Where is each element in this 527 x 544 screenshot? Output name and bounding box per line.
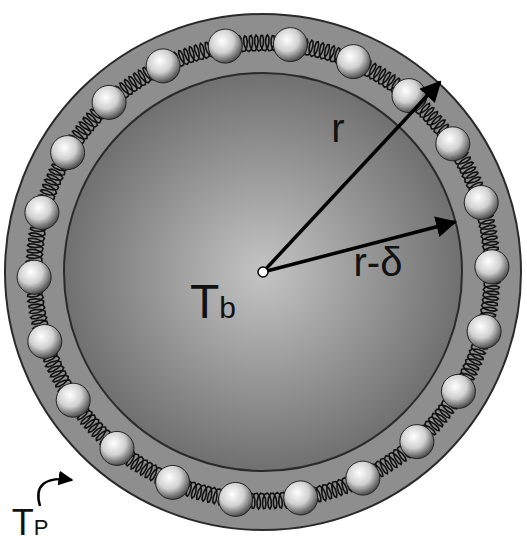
radius-label: r bbox=[331, 108, 344, 148]
bead-sphere bbox=[56, 383, 90, 417]
bead-sphere bbox=[273, 28, 307, 62]
bead-sphere bbox=[208, 29, 242, 63]
bead-sphere bbox=[467, 315, 501, 349]
bead-sphere bbox=[28, 325, 62, 359]
bead-sphere bbox=[156, 465, 190, 499]
bead-sphere bbox=[464, 186, 498, 220]
bead-sphere bbox=[436, 127, 470, 161]
bead-sphere bbox=[400, 425, 434, 459]
bead-sphere bbox=[346, 461, 380, 495]
radius-label: r-δ bbox=[354, 242, 403, 282]
spring-chain bbox=[26, 35, 499, 509]
bead-sphere bbox=[92, 85, 126, 119]
bead-sphere bbox=[51, 136, 85, 170]
bead-sphere bbox=[441, 374, 475, 408]
bead-sphere bbox=[17, 260, 51, 294]
surface-pointer bbox=[38, 479, 72, 506]
bead-sphere bbox=[336, 45, 370, 79]
bead-sphere bbox=[25, 196, 59, 230]
temperature-label: TP bbox=[12, 505, 49, 541]
bead-sphere bbox=[146, 49, 180, 83]
bead-sphere bbox=[475, 250, 509, 284]
bead-sphere bbox=[219, 482, 253, 516]
bead-sphere bbox=[392, 79, 426, 113]
disk-shape bbox=[64, 73, 462, 471]
center-dot bbox=[258, 267, 268, 277]
outer-shell bbox=[5, 14, 521, 530]
bead-sphere bbox=[100, 431, 134, 465]
outer-radius-arrow bbox=[263, 82, 440, 272]
temperature-label: Tb bbox=[190, 278, 236, 326]
bead-chain bbox=[17, 28, 509, 517]
bead-sphere bbox=[284, 481, 318, 515]
